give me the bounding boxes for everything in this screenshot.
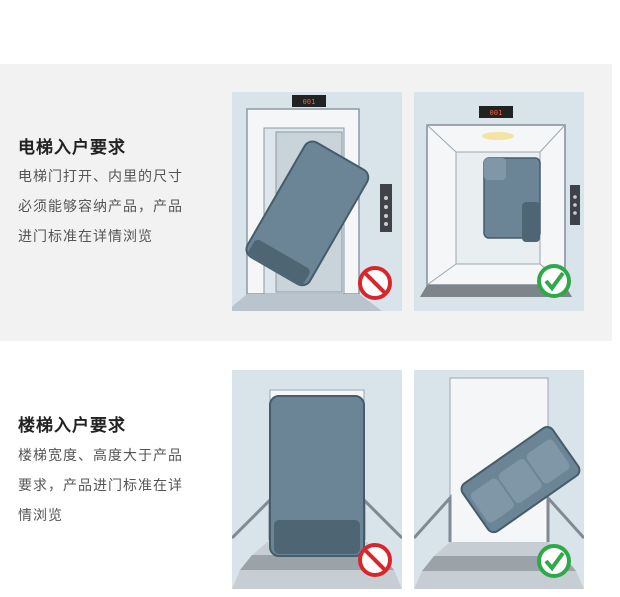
check-icon [537,264,571,298]
desc-line: 情浏览 [18,508,63,524]
desc-line: 电梯门打开、内里的尺寸 [18,169,183,185]
prohibited-icon [358,266,392,300]
stairs-fail-illustration [232,370,402,589]
desc-line: 进门标准在详情浏览 [18,229,153,245]
stairs-pass-illustration [414,370,584,589]
desc-line: 要求，产品进门标准在详 [18,478,183,494]
elevator-description: 电梯门打开、内里的尺寸 必须能够容纳产品，产品 进门标准在详情浏览 [18,162,218,252]
check-icon [537,544,571,578]
floor-counter: 001 [303,98,316,106]
prohibited-icon [358,543,392,577]
stairs-description: 楼梯宽度、高度大于产品 要求，产品进门标准在详 情浏览 [18,441,218,531]
elevator-pass-illustration: 001 [414,92,584,311]
stairs-title: 楼梯入户要求 [18,416,126,436]
desc-line: 楼梯宽度、高度大于产品 [18,448,183,464]
desc-line: 必须能够容纳产品，产品 [18,199,183,215]
elevator-fail-illustration: 001 [232,92,402,311]
elevator-title: 电梯入户要求 [18,138,126,158]
floor-counter: 001 [490,109,503,117]
